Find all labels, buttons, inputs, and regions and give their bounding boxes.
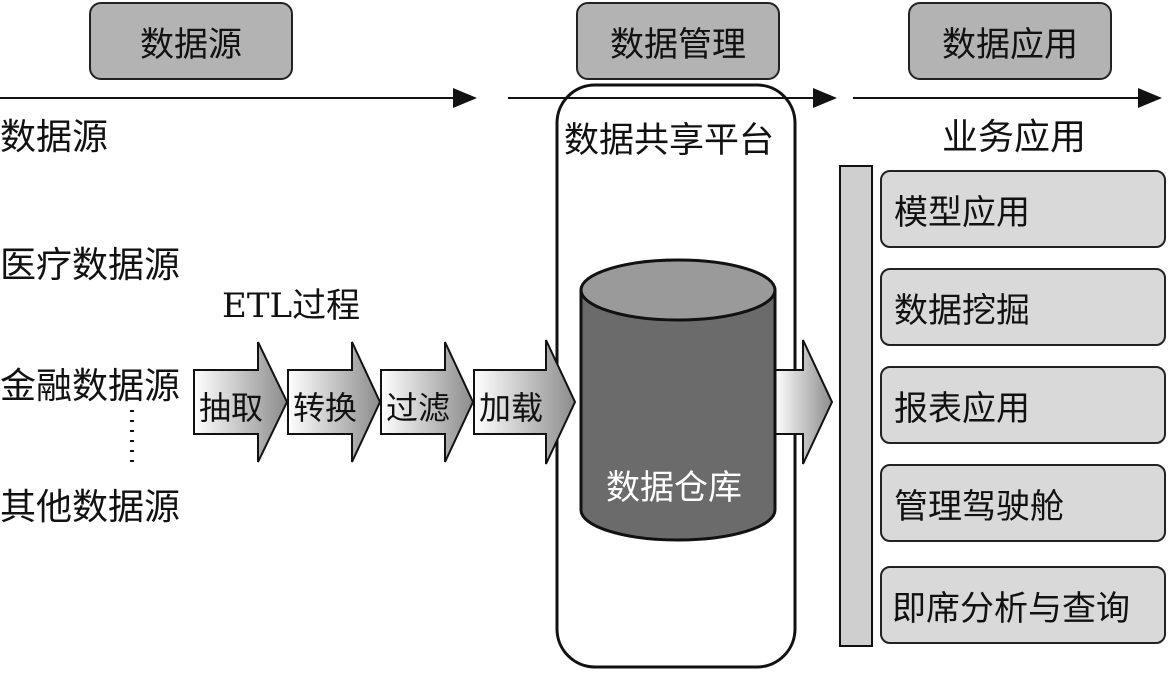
app-management-cockpit: 管理驾驶舱 — [880, 464, 1166, 542]
header-data-application: 数据应用 — [908, 2, 1112, 80]
header-data-management: 数据管理 — [576, 2, 780, 80]
warehouse-cylinder-body — [579, 288, 777, 542]
app-reports: 报表应用 — [880, 366, 1166, 444]
etl-arrow-3 — [380, 341, 475, 463]
etl-title: ETL过程 — [222, 286, 361, 326]
etl-step-filter: 过滤 — [386, 389, 451, 427]
etl-arrow-2 — [287, 341, 382, 463]
etl-step-transform: 转换 — [293, 389, 358, 427]
warehouse-label: 数据仓库 — [606, 468, 742, 508]
source-section-title: 数据源 — [0, 117, 109, 158]
warehouse-cylinder-top — [579, 258, 777, 322]
etl-arrow-1 — [193, 341, 289, 463]
app-adhoc-query: 即席分析与查询 — [880, 566, 1166, 644]
header-data-source: 数据源 — [89, 2, 293, 80]
output-arrow — [774, 339, 834, 465]
source-medical: 医疗数据源 — [0, 245, 181, 286]
app-bus-bar — [839, 165, 873, 647]
source-finance: 金融数据源 — [0, 366, 181, 407]
etl-step-load: 加载 — [479, 389, 544, 427]
app-model: 模型应用 — [880, 170, 1166, 248]
source-other: 其他数据源 — [0, 487, 181, 528]
etl-arrow-4 — [473, 339, 577, 465]
app-data-mining: 数据挖掘 — [880, 268, 1166, 346]
apps-title: 业务应用 — [942, 117, 1087, 158]
etl-step-extract: 抽取 — [199, 389, 264, 427]
platform-title: 数据共享平台 — [564, 121, 775, 161]
